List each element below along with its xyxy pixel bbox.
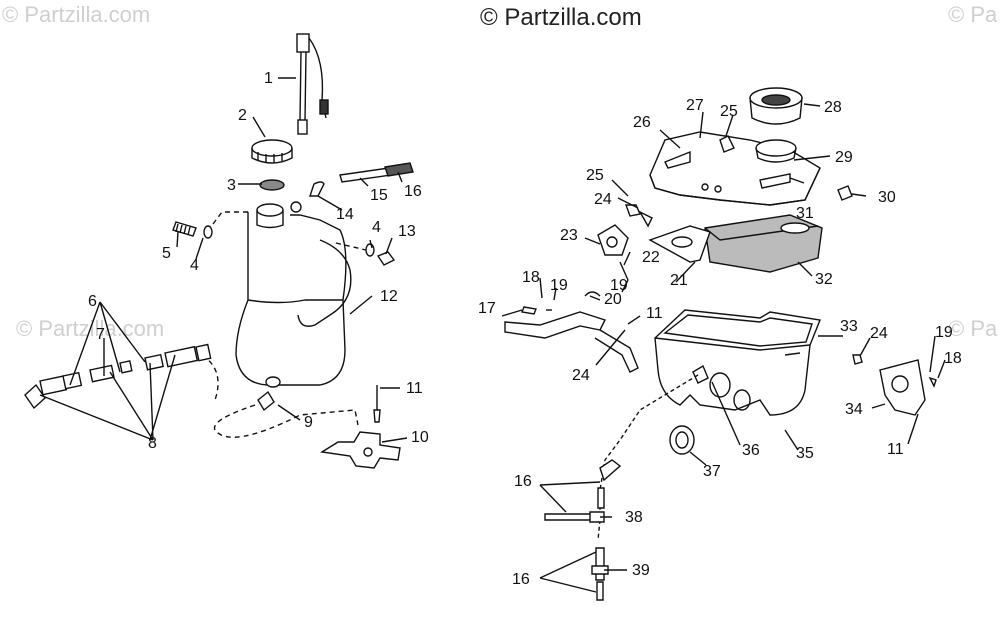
callout-25-top: 25 (720, 103, 738, 120)
callout-10: 10 (411, 429, 429, 446)
watermark-top-center: © Partzilla.com (480, 4, 642, 31)
callout-21: 21 (670, 272, 688, 289)
callout-5: 5 (162, 245, 171, 262)
callout-33: 33 (840, 318, 858, 335)
callout-19-mid: 19 (610, 277, 628, 294)
drain-hose (544, 459, 622, 601)
watermark-top-right: © Pa (948, 2, 998, 27)
callout-22: 22 (642, 249, 660, 266)
callout-11-left: 11 (406, 380, 423, 397)
callout-34: 34 (845, 401, 863, 418)
callout-32: 32 (815, 271, 833, 288)
callout-28: 28 (824, 99, 842, 116)
callout-24-top: 24 (594, 191, 612, 208)
callout-38: 38 (625, 509, 643, 526)
grommet (669, 425, 695, 455)
callout-12: 12 (380, 288, 398, 305)
callout-8: 8 (148, 435, 157, 452)
drain-fitting (257, 376, 281, 412)
callout-2: 2 (238, 107, 247, 124)
callout-9: 9 (304, 414, 313, 431)
callout-13: 13 (398, 223, 416, 240)
callout-19-left: 19 (550, 277, 568, 294)
callout-35: 35 (796, 445, 814, 462)
callout-29: 29 (835, 149, 853, 166)
callout-4-right: 4 (372, 219, 381, 236)
callout-24-bottom: 24 (572, 367, 590, 384)
mount-bolt (172, 221, 213, 239)
oil-tank (235, 201, 352, 386)
foam-filter (704, 214, 823, 273)
callout-11-mid: 11 (646, 305, 663, 322)
callout-7: 7 (96, 326, 105, 343)
callout-19-right: 19 (935, 324, 953, 341)
sensor-part (597, 224, 629, 256)
callout-17: 17 (478, 300, 496, 317)
airbox-tray (654, 309, 821, 416)
callout-15: 15 (370, 187, 388, 204)
watermark-top-left: © Partzilla.com (2, 2, 151, 27)
callout-23: 23 (560, 227, 578, 244)
callout-24-right: 24 (870, 325, 888, 342)
callout-6: 6 (88, 293, 97, 310)
callout-39: 39 (632, 562, 650, 579)
callout-3: 3 (227, 177, 236, 194)
sender-part (296, 33, 329, 135)
callout-30: 30 (878, 189, 896, 206)
callout-18-right: 18 (944, 350, 962, 367)
callout-26: 26 (633, 114, 651, 131)
elbow-fitting (309, 181, 325, 197)
tank-bracket (320, 431, 401, 469)
callout-16-top: 16 (404, 183, 422, 200)
callout-16-mid: 16 (514, 473, 532, 490)
airbox-lid (649, 131, 821, 206)
callout-27: 27 (686, 97, 704, 114)
callout-1: 1 (264, 70, 273, 87)
watermark-mid-right: © Pa (948, 316, 998, 341)
callout-37: 37 (703, 463, 721, 480)
callout-36: 36 (742, 442, 760, 459)
cap-gasket (259, 179, 285, 191)
callout-16-bottom: 16 (512, 571, 530, 588)
tank-cap (251, 139, 293, 164)
callout-4-left: 4 (190, 257, 199, 274)
callout-18-left: 18 (522, 269, 540, 286)
callout-11-right: 11 (887, 441, 904, 458)
callout-14: 14 (336, 206, 354, 223)
filter-element (749, 87, 803, 163)
airbox-bracket (504, 311, 639, 373)
vent-hose (339, 162, 414, 183)
side-plate (879, 359, 926, 416)
hose-set (24, 343, 212, 410)
callout-31: 31 (796, 205, 814, 222)
callout-25-left: 25 (586, 167, 604, 184)
callout-20: 20 (604, 291, 622, 308)
